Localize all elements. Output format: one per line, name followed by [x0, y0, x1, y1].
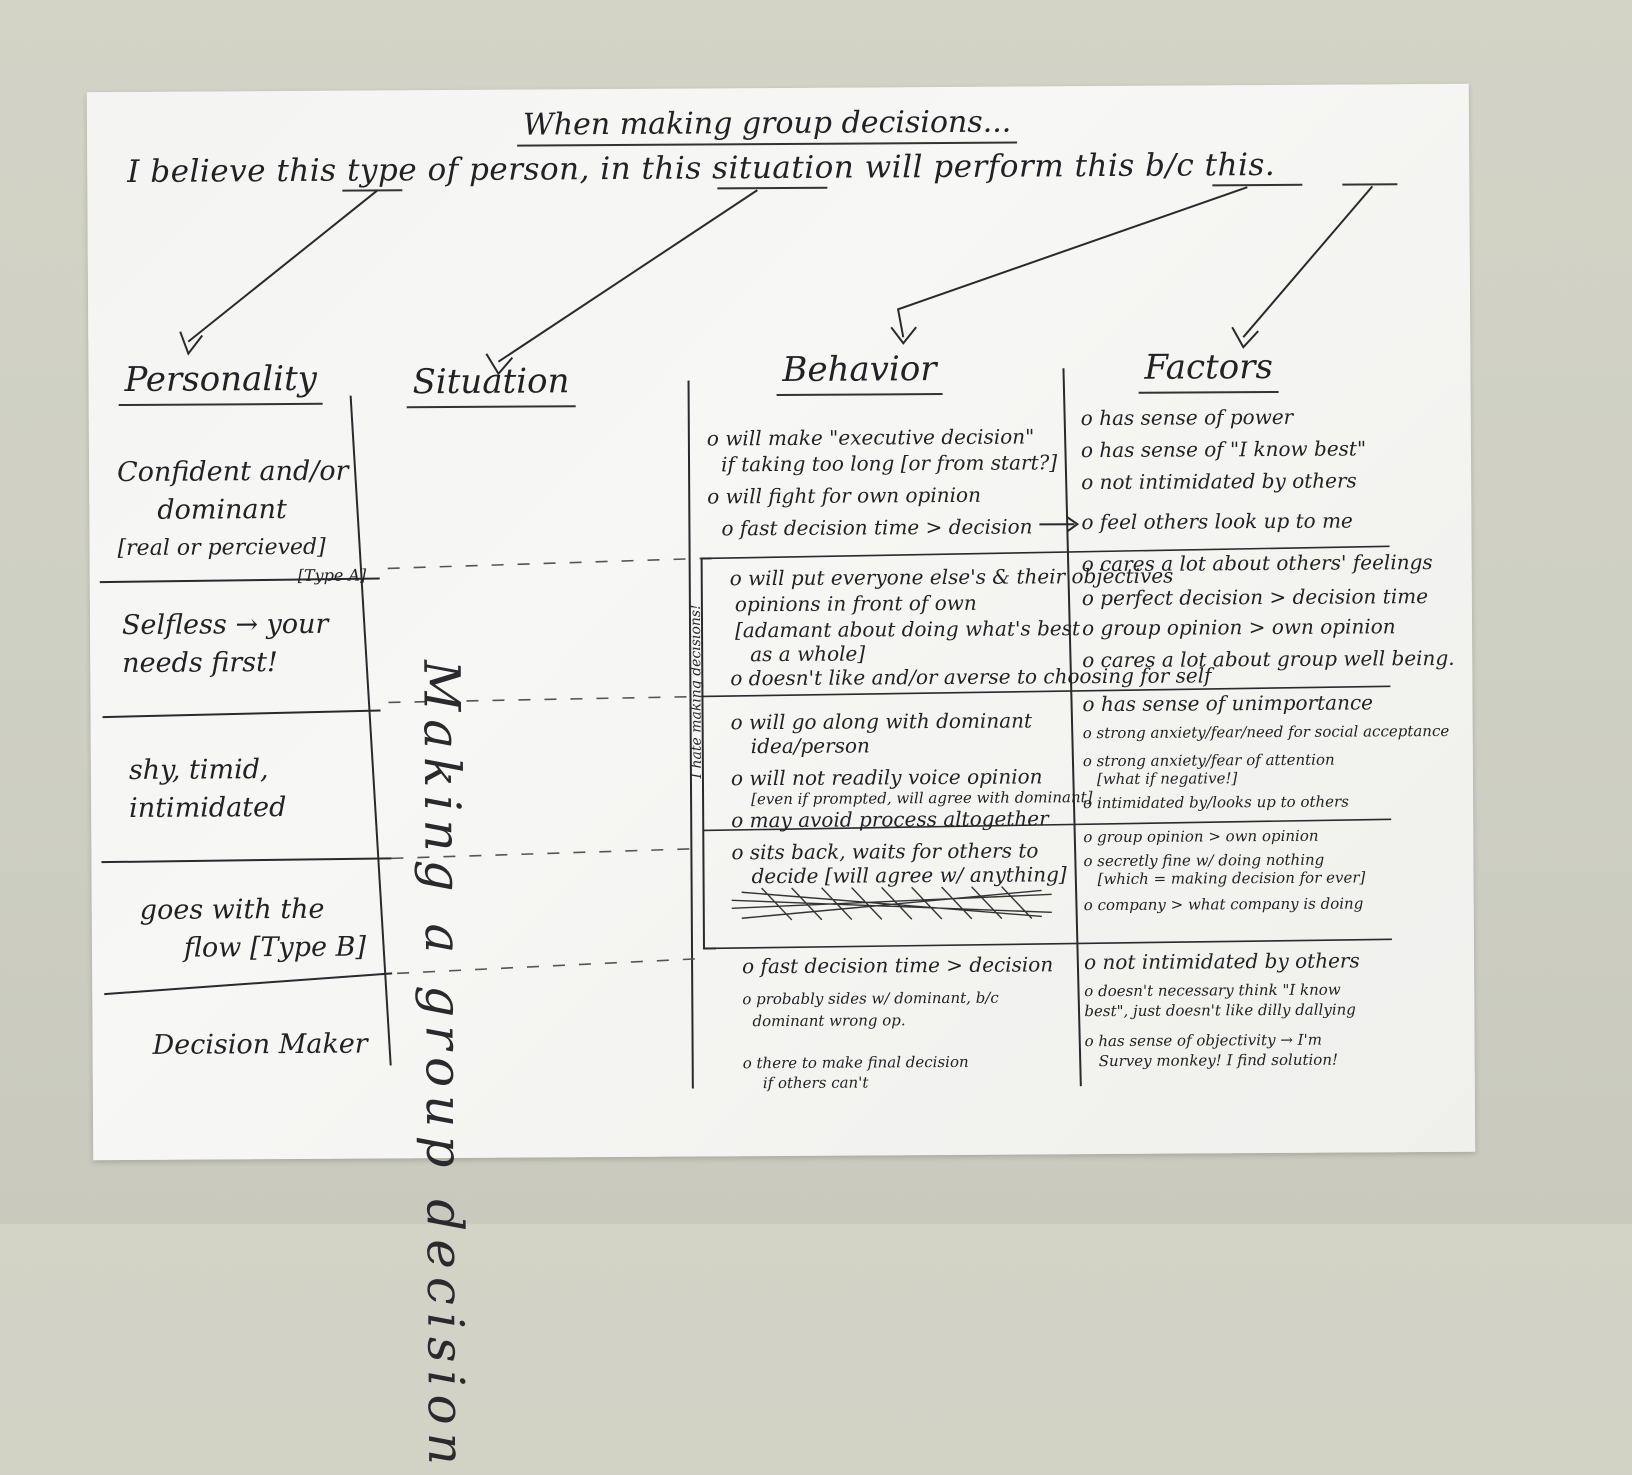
- factor-line: o not intimidated by others: [1081, 468, 1357, 495]
- personality-line: needs first!: [122, 647, 278, 680]
- factor-line: [which = making decision for ever]: [1097, 868, 1366, 889]
- behavior-line: if others can't: [762, 1073, 869, 1093]
- personality-row-3: shy, timid, intimidated: [129, 751, 287, 828]
- personality-line: dominant: [157, 494, 287, 526]
- factor-line: o company > what company is doing: [1083, 894, 1364, 915]
- personality-line: goes with the: [139, 893, 325, 926]
- personality-line: [real or percieved]: [117, 534, 326, 562]
- personality-row-4: goes with the flow [Type B]: [140, 891, 366, 968]
- factor-line: o cares a lot about others' feelings: [1081, 550, 1433, 577]
- personality-line: intimidated: [129, 792, 287, 824]
- personality-note: [Type A]: [297, 565, 367, 585]
- personality-row-1: Confident and/or dominant [real or perci…: [117, 453, 366, 587]
- column-header-behavior: Behavior: [776, 349, 943, 397]
- personality-line: Selfless → your: [121, 608, 329, 642]
- factor-line: o secretly fine w/ doing nothing: [1083, 850, 1325, 871]
- behavior-line: if taking too long [or from start?]: [720, 450, 1058, 477]
- column-header-situation: Situation: [406, 361, 576, 409]
- behavior-line: dominant wrong op.: [752, 1011, 906, 1031]
- situation-text: Making a group decision: [412, 659, 476, 1474]
- behavior-line: o will not readily voice opinion: [730, 764, 1043, 791]
- personality-row-5: Decision Maker: [152, 1026, 367, 1065]
- behavior-line: o fast decision time > decision: [742, 952, 1054, 979]
- factor-line: o strong anxiety/fear/need for social ac…: [1082, 721, 1450, 743]
- sheet-title: When making group decisions...: [516, 104, 1018, 147]
- factor-line: o doesn't necessary think "I know: [1084, 980, 1341, 1001]
- personality-row-2: Selfless → your needs first!: [122, 606, 329, 683]
- behavior-line: o there to make final decision: [742, 1052, 969, 1073]
- behavior-line: o probably sides w/ dominant, b/c: [742, 988, 999, 1009]
- column-header-personality: Personality: [118, 358, 324, 407]
- behavior-line: [even if prompted, will agree with domin…: [751, 788, 1093, 809]
- behavior-line: decide [will agree w/ anything]: [751, 862, 1067, 889]
- paper-sheet: When making group decisions... I believe…: [86, 83, 1476, 1473]
- factor-line: Survey monkey! I find solution!: [1098, 1050, 1339, 1071]
- factor-line: o has sense of "I know best": [1080, 436, 1367, 463]
- behavior-line: as a whole]: [750, 641, 866, 667]
- factor-line: o has sense of power: [1080, 404, 1294, 431]
- behavior-line: o will make "executive decision": [706, 424, 1035, 451]
- behavior-line: o will fight for own opinion: [707, 482, 981, 509]
- behavior-line: idea/person: [750, 733, 870, 759]
- factor-line: o feel others look up to me: [1081, 508, 1353, 535]
- column-header-factors: Factors: [1138, 346, 1280, 394]
- behavior-line: opinions in front of own: [734, 590, 977, 617]
- factor-line: o has sense of unimportance: [1082, 690, 1374, 717]
- behavior-line: o sits back, waits for others to: [731, 838, 1039, 865]
- personality-line: shy, timid,: [128, 754, 269, 786]
- premise-sentence: I believe this type of person, in this s…: [127, 146, 1276, 190]
- factor-line: [what if negative!]: [1096, 769, 1238, 789]
- behavior-line: o may avoid process altogether: [731, 806, 1049, 833]
- factor-line: o group opinion > own opinion: [1081, 614, 1396, 641]
- sheet-lines: [99, 183, 1398, 1089]
- behavior-line: o fast decision time > decision: [721, 514, 1033, 541]
- factor-line: o group opinion > own opinion: [1083, 826, 1319, 847]
- factor-line: o intimidated by/looks up to others: [1083, 792, 1349, 813]
- personality-line: Confident and/or: [116, 455, 349, 489]
- factor-line: o perfect decision > decision time: [1081, 584, 1429, 611]
- factor-line: o not intimidated by others: [1084, 948, 1360, 975]
- factor-line: best", just doesn't like dilly dallying: [1084, 1000, 1356, 1021]
- factor-line: o cares a lot about group well being.: [1082, 645, 1455, 673]
- personality-line: Decision Maker: [152, 1028, 368, 1061]
- behavior-line: [adamant about doing what's best: [734, 616, 1081, 643]
- behavior-line: o will go along with dominant: [730, 708, 1033, 735]
- factor-line: o has sense of objectivity → I'm: [1084, 1030, 1322, 1051]
- personality-line: flow [Type B]: [183, 931, 367, 964]
- side-note: I hate making decisions!: [687, 604, 705, 779]
- factor-line: o strong anxiety/fear of attention: [1082, 750, 1335, 771]
